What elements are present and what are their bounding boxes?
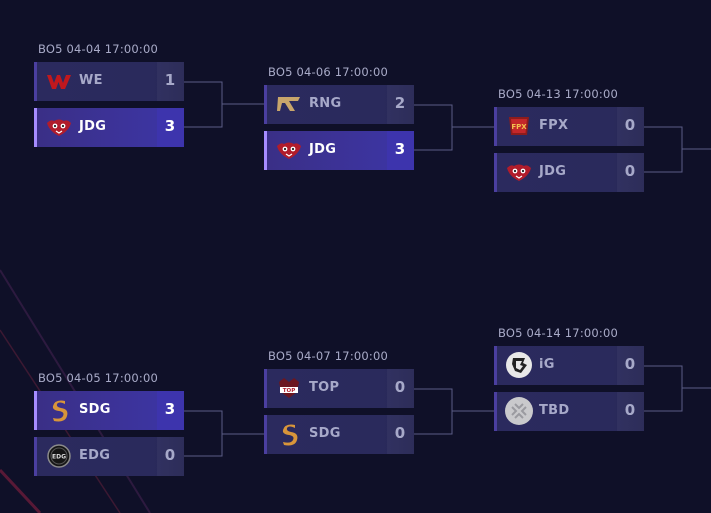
team-name: FPX	[539, 118, 569, 133]
score-box	[387, 369, 414, 408]
jdg-logo-icon	[45, 113, 73, 141]
match-time: BO5 04-14 17:00:00	[498, 326, 619, 340]
team-score: 1	[164, 71, 176, 89]
score-box	[157, 108, 184, 147]
team-score: 3	[164, 117, 176, 135]
team-row-tbd[interactable]: TBD 0	[494, 392, 644, 431]
team-row-top[interactable]: TOP 0	[264, 369, 414, 408]
score-box	[157, 437, 184, 476]
match-time: BO5 04-04 17:00:00	[38, 42, 159, 56]
jdg-logo-icon	[275, 136, 303, 164]
rng-logo-icon	[275, 90, 303, 118]
score-box	[387, 131, 414, 170]
team-score: 3	[394, 140, 406, 158]
team-name: SDG	[79, 402, 111, 417]
score-box	[157, 62, 184, 101]
score-box	[387, 415, 414, 454]
match-time: BO5 04-07 17:00:00	[268, 349, 389, 363]
score-box	[387, 85, 414, 124]
team-row-rng[interactable]: RNG 2	[264, 85, 414, 124]
team-row-fpx[interactable]: FPX 0	[494, 107, 644, 146]
team-name: JDG	[79, 119, 107, 134]
team-score: 0	[394, 424, 406, 442]
tbd-logo-icon	[505, 397, 533, 425]
team-name: SDG	[309, 426, 341, 441]
team-row-jdg[interactable]: JDG 3	[264, 131, 414, 170]
score-box	[617, 346, 644, 385]
team-row-jdg[interactable]: JDG 3	[34, 108, 184, 147]
team-name: TBD	[539, 403, 570, 418]
team-name: JDG	[309, 142, 337, 157]
match-time: BO5 04-13 17:00:00	[498, 87, 619, 101]
we-logo-icon	[45, 67, 73, 95]
team-score: 0	[624, 162, 636, 180]
score-box	[157, 391, 184, 430]
team-row-edg[interactable]: EDG 0	[34, 437, 184, 476]
score-box	[617, 153, 644, 192]
match-time: BO5 04-05 17:00:00	[38, 371, 159, 385]
sdg-logo-icon	[45, 396, 73, 424]
fpx-logo-icon	[505, 112, 533, 140]
team-row-ig[interactable]: iG 0	[494, 346, 644, 385]
ig-logo-icon	[505, 351, 533, 379]
team-row-jdg[interactable]: JDG 0	[494, 153, 644, 192]
team-row-sdg[interactable]: SDG 3	[34, 391, 184, 430]
team-score: 2	[394, 94, 406, 112]
score-box	[617, 392, 644, 431]
edg-logo-icon	[45, 442, 73, 470]
match-time: BO5 04-06 17:00:00	[268, 65, 389, 79]
sdg-logo-icon	[275, 420, 303, 448]
team-score: 0	[624, 401, 636, 419]
team-name: RNG	[309, 96, 342, 111]
team-score: 0	[394, 378, 406, 396]
team-name: TOP	[309, 380, 340, 395]
team-score: 0	[164, 446, 176, 464]
team-row-sdg[interactable]: SDG 0	[264, 415, 414, 454]
team-name: WE	[79, 73, 103, 88]
jdg-logo-icon	[505, 158, 533, 186]
team-score: 0	[624, 355, 636, 373]
team-name: iG	[539, 357, 555, 372]
team-score: 3	[164, 400, 176, 418]
team-row-we[interactable]: WE 1	[34, 62, 184, 101]
team-name: JDG	[539, 164, 567, 179]
score-box	[617, 107, 644, 146]
team-score: 0	[624, 116, 636, 134]
team-name: EDG	[79, 448, 111, 463]
top-logo-icon	[275, 374, 303, 402]
